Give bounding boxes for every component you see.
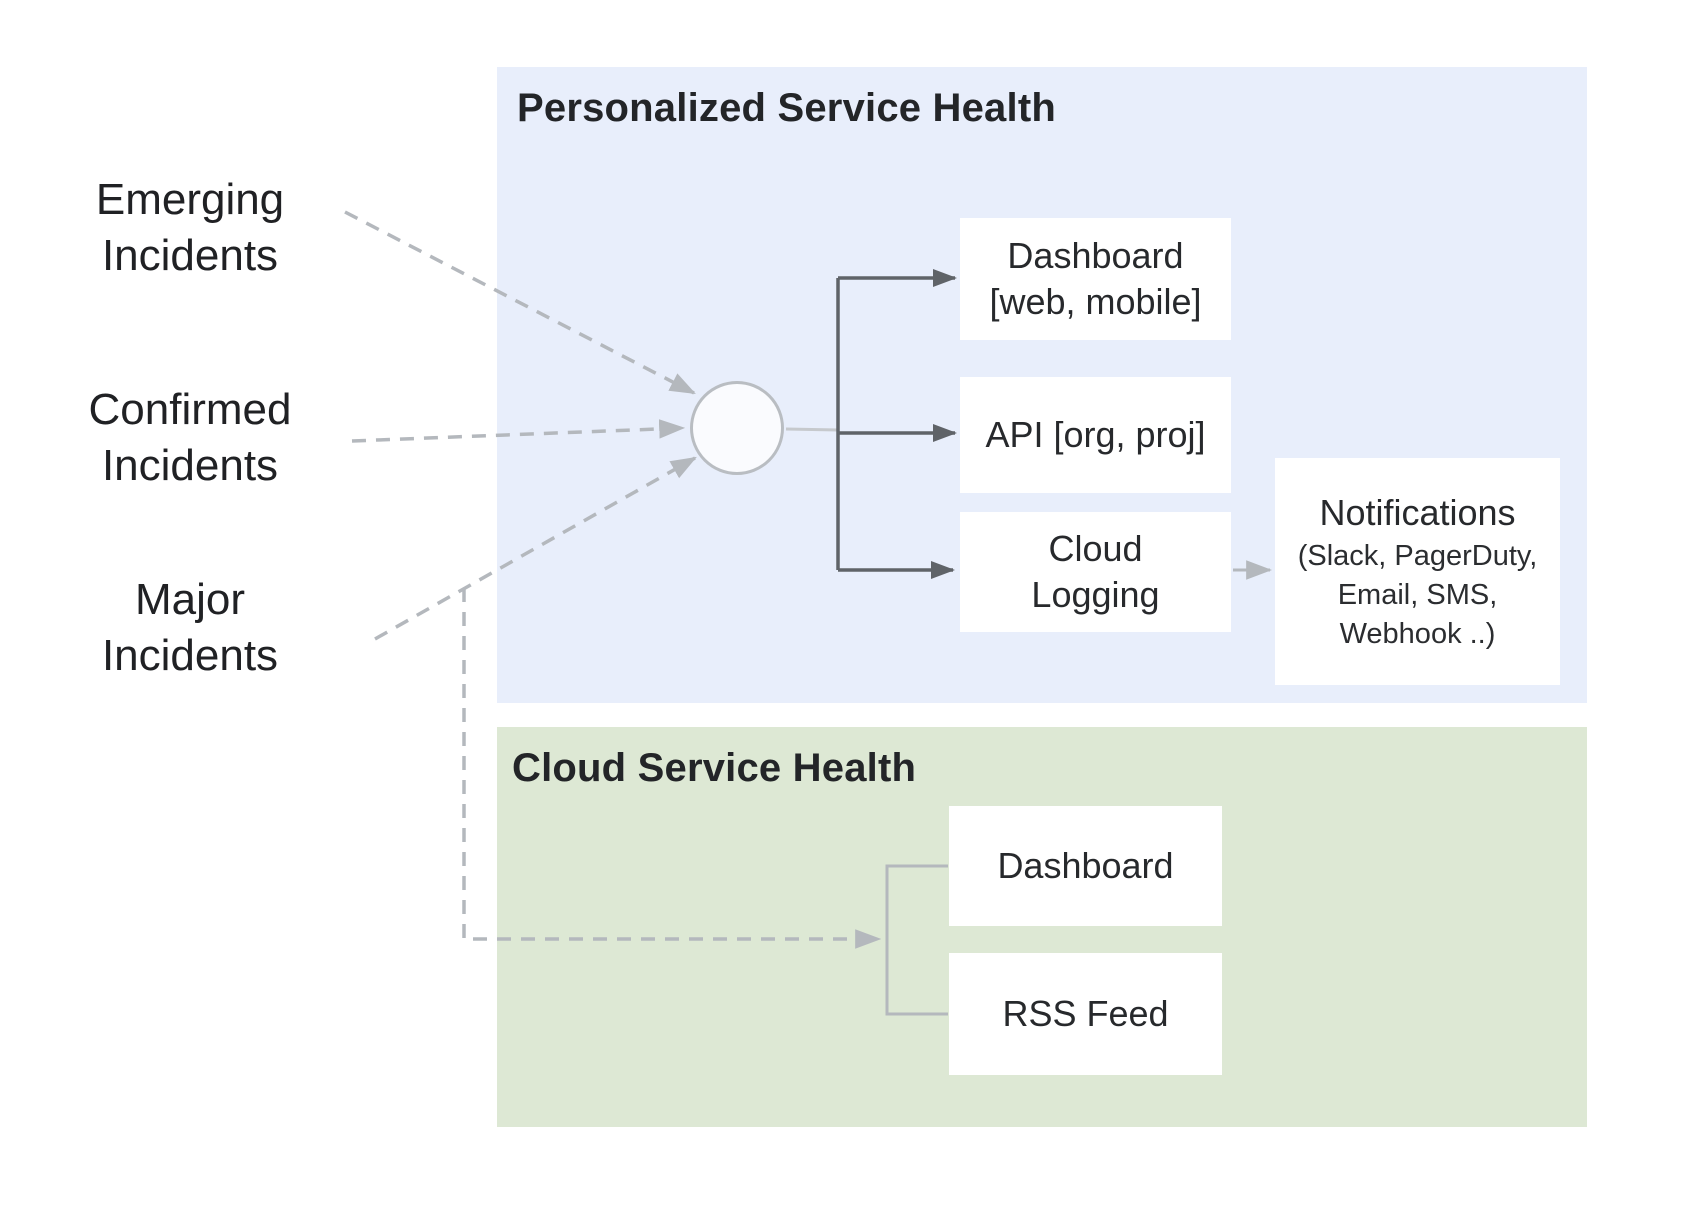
personalized-panel-title: Personalized Service Health — [517, 86, 1056, 130]
box-rss-feed: RSS Feed — [949, 953, 1222, 1075]
box-dashboard-web-mobile: Dashboard [web, mobile] — [960, 218, 1231, 340]
box-cloud-dashboard: Dashboard — [949, 806, 1222, 926]
box-cloud-logging: Cloud Logging — [960, 512, 1231, 632]
box-api-org-proj: API [org, proj] — [960, 377, 1231, 493]
box-notifications: Notifications (Slack, PagerDuty, Email, … — [1275, 458, 1560, 685]
label-major-incidents: Major Incidents — [101, 575, 279, 680]
cloud-panel-title: Cloud Service Health — [512, 746, 917, 790]
notifications-channels: (Slack, PagerDuty, Email, SMS, Webhook .… — [1297, 540, 1538, 650]
label-confirmed-incidents: Confirmed Incidents — [88, 385, 292, 490]
aggregation-circle-node — [690, 381, 784, 475]
label-emerging-incidents: Emerging Incidents — [95, 175, 285, 280]
notifications-title: Notifications — [1319, 492, 1516, 533]
